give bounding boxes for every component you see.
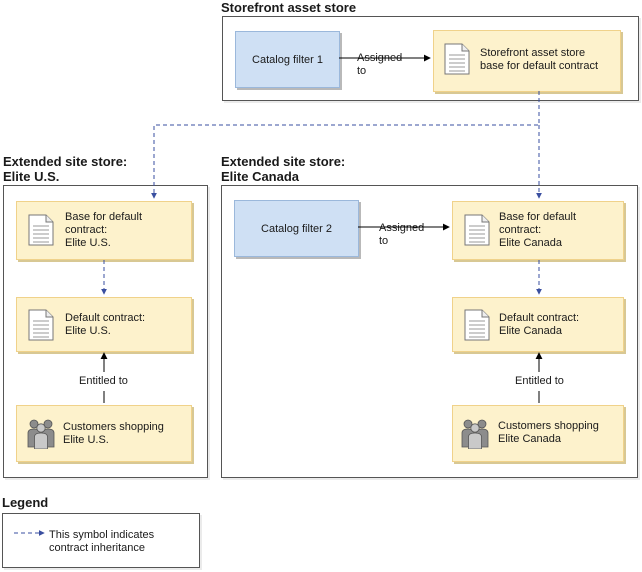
people-icon — [27, 419, 55, 449]
us-base-contract-node: Base for default contract: Elite U.S. — [16, 201, 192, 260]
assigned-to-label-2: Assigned to — [379, 222, 425, 247]
us-customers-node: Customers shopping Elite U.S. — [16, 405, 192, 462]
us-default-contract-node: Default contract: Elite U.S. — [16, 297, 192, 352]
document-icon — [464, 309, 490, 341]
storefront-base-contract-node: Storefront asset store base for default … — [433, 30, 621, 92]
catalog-filter-2-node: Catalog filter 2 — [234, 200, 359, 257]
ca-customers-label: Customers shopping Elite Canada — [498, 420, 599, 445]
document-icon — [444, 43, 470, 75]
document-icon — [28, 214, 54, 246]
catalog-filter-2-label: Catalog filter 2 — [261, 222, 332, 235]
ca-default-contract-label: Default contract: Elite Canada — [499, 312, 580, 337]
legend-title: Legend — [2, 495, 49, 510]
legend-text: This symbol indicates contract inheritan… — [49, 529, 155, 554]
us-customers-label: Customers shopping Elite U.S. — [63, 421, 164, 446]
catalog-filter-1-label: Catalog filter 1 — [252, 53, 323, 66]
elite-us-region-title: Extended site store: Elite U.S. — [3, 154, 128, 184]
document-icon — [28, 309, 54, 341]
people-icon — [461, 419, 489, 449]
storefront-region-title: Storefront asset store — [221, 0, 357, 15]
document-icon — [464, 214, 490, 246]
inheritance-arrow-to-us-base — [151, 91, 540, 199]
entitled-to-label-ca: Entitled to — [515, 375, 564, 387]
entitled-to-label-us: Entitled to — [79, 375, 128, 387]
ca-customers-node: Customers shopping Elite Canada — [452, 405, 624, 462]
catalog-filter-1-node: Catalog filter 1 — [235, 31, 340, 88]
ca-base-contract-label: Base for default contract: Elite Canada — [499, 211, 577, 249]
legend-box — [2, 513, 200, 568]
ca-base-contract-node: Base for default contract: Elite Canada — [452, 201, 624, 260]
us-default-contract-label: Default contract: Elite U.S. — [65, 312, 146, 337]
ca-default-contract-node: Default contract: Elite Canada — [452, 297, 624, 352]
us-base-contract-label: Base for default contract: Elite U.S. — [65, 211, 143, 249]
storefront-base-contract-label: Storefront asset store base for default … — [480, 47, 599, 72]
elite-canada-region-title: Extended site store: Elite Canada — [221, 154, 346, 184]
